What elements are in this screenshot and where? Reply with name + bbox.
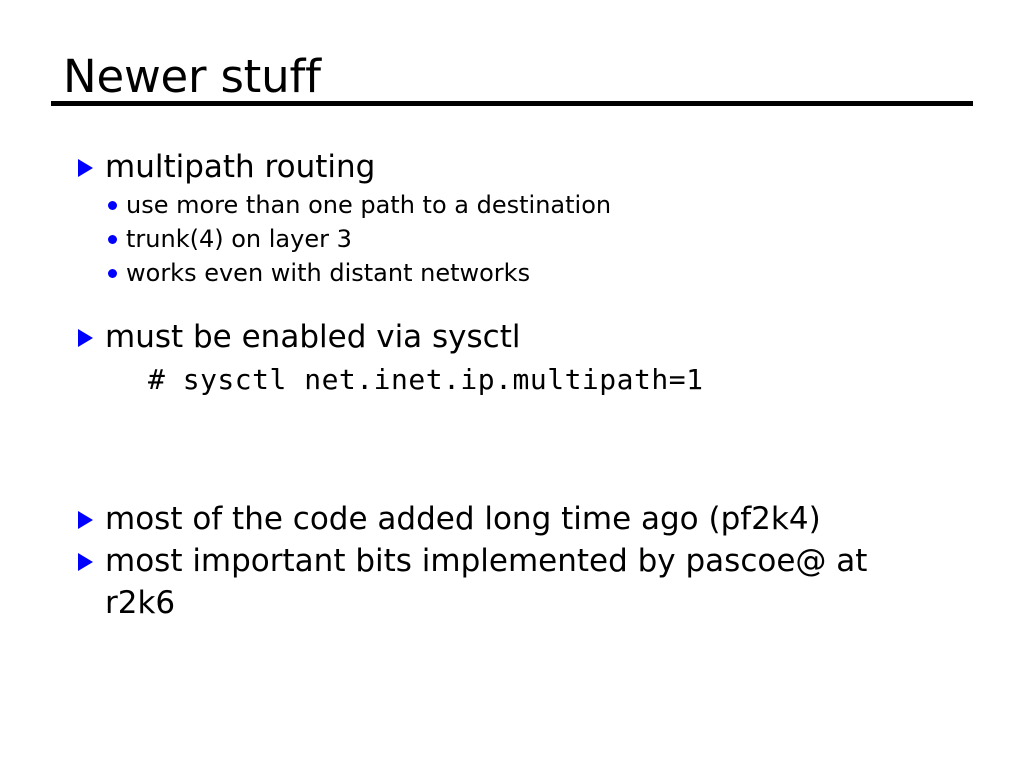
blue-triangle-bullet-icon — [78, 553, 93, 571]
blue-dot-bullet-icon — [108, 201, 117, 210]
bullet-level1: most important bits implemented by pasco… — [0, 540, 1024, 582]
bullet-level1-continuation: r2k6 — [105, 585, 176, 621]
bullet-level2: works even with distant networks — [0, 256, 1024, 290]
title-divider-rule — [51, 101, 973, 106]
bullet-level1-label: most of the code added long time ago (pf… — [105, 501, 821, 537]
bullet-level1-label: multipath routing — [105, 149, 376, 185]
blue-triangle-bullet-icon — [78, 329, 93, 347]
bullet-level2-label: trunk(4) on layer 3 — [126, 225, 352, 253]
block-spacer — [0, 290, 1024, 316]
blue-dot-bullet-icon — [108, 269, 117, 278]
bullet-level1: multipath routing — [0, 146, 1024, 188]
slide-body: multipath routing use more than one path… — [0, 146, 1024, 624]
bullet-level1: most of the code added long time ago (pf… — [0, 498, 1024, 540]
shell-command-line: # sysctl net.inet.ip.multipath=1 — [148, 363, 704, 396]
bullet-level2-label: use more than one path to a destination — [126, 191, 612, 219]
bullet-level1-label: most important bits implemented by pasco… — [105, 543, 868, 579]
bullet-level2: use more than one path to a destination — [0, 188, 1024, 222]
bullet-level2: trunk(4) on layer 3 — [0, 222, 1024, 256]
bullet-level2-label: works even with distant networks — [126, 259, 531, 287]
blue-triangle-bullet-icon — [78, 159, 93, 177]
blue-dot-bullet-icon — [108, 235, 117, 244]
bullet-level1-label: must be enabled via sysctl — [105, 319, 521, 355]
blue-triangle-bullet-icon — [78, 511, 93, 529]
bullet-level1: must be enabled via sysctl — [0, 316, 1024, 358]
block-spacer — [0, 402, 1024, 498]
page-title: Newer stuff — [63, 50, 321, 103]
